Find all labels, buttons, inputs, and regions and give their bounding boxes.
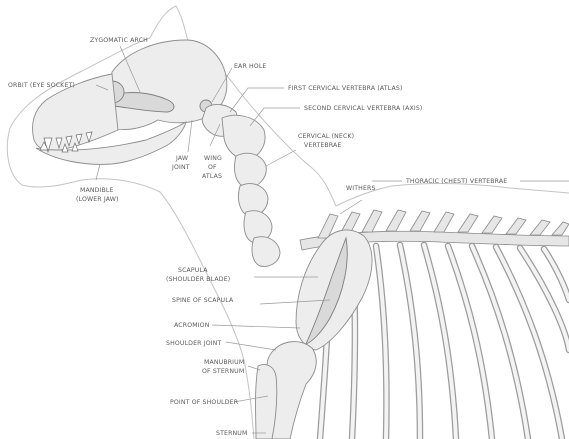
label-ear-hole: EAR HOLE: [234, 63, 267, 70]
spinous-process: [530, 220, 550, 235]
cervical-vertebrae: [202, 105, 280, 267]
rib-highlight: [472, 246, 528, 439]
label-cervical-line1: CERVICAL (NECK): [298, 133, 354, 140]
rib: [520, 248, 569, 350]
cervical-vertebra: [252, 237, 280, 267]
spinous-process: [506, 218, 526, 234]
spinous-process: [482, 216, 502, 233]
label-thoracic: THORACIC (CHEST) VERTEBRAE: [405, 178, 507, 185]
label-first-cervical: FIRST CERVICAL VERTEBRA (ATLAS): [288, 85, 403, 92]
label-spine-of-scapula: SPINE OF SCAPULA: [172, 297, 234, 304]
leader-first-cervical: [230, 88, 284, 112]
label-point-of-shoulder: POINT OF SHOULDER: [170, 399, 239, 406]
label-cervical-line2: VERTEBRAE: [304, 142, 341, 149]
label-acromion: ACROMION: [174, 322, 210, 329]
label-orbit: ORBIT (EYE SOCKET): [8, 82, 75, 89]
rib: [472, 246, 528, 439]
leader-jaw-joint: [188, 120, 192, 152]
label-manubrium-line2: OF STERNUM: [202, 368, 244, 375]
label-sternum: STERNUM: [216, 430, 247, 437]
label-wing-atlas-line3: ATLAS: [202, 173, 222, 180]
label-scapula-line2: (SHOULDER BLADE): [166, 276, 230, 283]
label-withers: WITHERS: [346, 185, 376, 192]
cervical-vertebra: [234, 153, 266, 188]
label-second-cervical: SECOND CERVICAL VERTEBRA (AXIS): [304, 105, 422, 112]
spinous-process: [362, 210, 382, 232]
label-jaw-joint-line2: JOINT: [171, 164, 190, 171]
label-zygomatic-arch: ZYGOMATIC ARCH: [90, 37, 148, 44]
spinous-process: [552, 222, 569, 235]
label-jaw-joint-line1: JAW: [175, 155, 188, 162]
leader-mandible: [96, 164, 100, 180]
spinous-process: [410, 211, 430, 231]
rib: [424, 245, 456, 439]
leader-cervical-vertebrae: [266, 150, 296, 166]
leader-shoulder-joint: [226, 342, 276, 350]
label-wing-atlas-line2: OF: [208, 164, 217, 171]
label-manubrium-line1: MANUBRIUM: [204, 359, 244, 366]
spinous-process: [458, 214, 478, 232]
sternum-bone: [256, 364, 277, 439]
leader-acromion: [212, 325, 300, 328]
label-mandible-line2: (LOWER JAW): [76, 196, 119, 203]
spinous-process: [386, 210, 406, 231]
label-scapula-line1: SCAPULA: [178, 267, 208, 274]
skull: [33, 40, 227, 164]
label-shoulder-joint: SHOULDER JOINT: [166, 340, 221, 347]
spinous-process: [434, 212, 454, 232]
label-wing-atlas-line1: WING: [204, 155, 222, 162]
label-mandible-line1: MANDIBLE: [80, 187, 114, 194]
